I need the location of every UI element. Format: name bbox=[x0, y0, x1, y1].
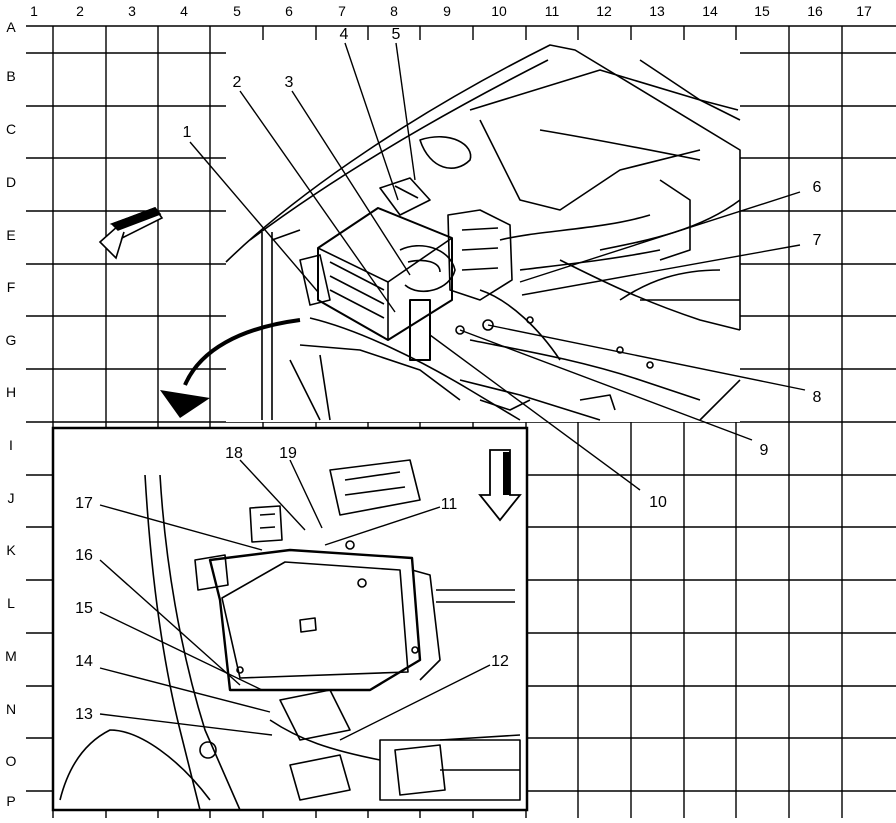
col-label: 14 bbox=[702, 3, 718, 19]
callout-19: 19 bbox=[279, 445, 297, 462]
callout-16: 16 bbox=[75, 547, 93, 564]
callout-11: 11 bbox=[441, 496, 458, 513]
detail-inset-view bbox=[51, 426, 529, 812]
col-label: 2 bbox=[76, 3, 84, 19]
row-label: E bbox=[6, 227, 15, 243]
callout-18: 18 bbox=[225, 445, 243, 462]
row-label: D bbox=[6, 174, 16, 190]
col-label: 16 bbox=[807, 3, 823, 19]
row-label: C bbox=[6, 121, 16, 137]
grid-column-labels: 1 2 3 4 5 6 7 8 9 10 11 12 13 14 15 16 1… bbox=[30, 3, 872, 19]
row-label: H bbox=[6, 384, 16, 400]
col-label: 11 bbox=[545, 3, 560, 19]
col-label: 3 bbox=[128, 3, 136, 19]
col-label: 15 bbox=[754, 3, 770, 19]
row-label: G bbox=[6, 332, 17, 348]
row-label: O bbox=[6, 753, 17, 769]
callout-leader-lines bbox=[99, 42, 806, 741]
callout-13: 13 bbox=[75, 706, 93, 723]
col-label: 8 bbox=[390, 3, 398, 19]
col-label: 9 bbox=[443, 3, 451, 19]
callout-5: 5 bbox=[392, 26, 401, 43]
callout-8: 8 bbox=[813, 389, 822, 406]
row-label: A bbox=[6, 19, 16, 35]
callout-12: 12 bbox=[491, 653, 509, 670]
col-label: 5 bbox=[233, 3, 241, 19]
callout-14: 14 bbox=[75, 653, 93, 670]
callout-3: 3 bbox=[285, 74, 294, 91]
orientation-arrow bbox=[98, 207, 164, 260]
col-label: 12 bbox=[596, 3, 612, 19]
detail-pointer-arrow bbox=[160, 318, 301, 418]
callout-15: 15 bbox=[75, 600, 93, 617]
callout-17: 17 bbox=[75, 495, 93, 512]
grid-row-labels: A B C D E F G H I J K L M N O P bbox=[5, 19, 17, 809]
callout-4: 4 bbox=[340, 26, 349, 43]
callout-10: 10 bbox=[649, 494, 667, 511]
callout-1: 1 bbox=[183, 124, 192, 141]
callout-2: 2 bbox=[233, 74, 242, 91]
callout-7: 7 bbox=[813, 232, 822, 249]
row-label: F bbox=[7, 279, 16, 295]
row-label: P bbox=[6, 793, 15, 809]
row-label: J bbox=[8, 490, 15, 506]
callout-6: 6 bbox=[813, 179, 822, 196]
row-label: B bbox=[6, 68, 15, 84]
row-label: K bbox=[6, 542, 16, 558]
callout-labels: 1 2 3 4 5 6 7 8 9 10 11 12 13 14 15 16 1… bbox=[75, 26, 821, 723]
row-label: N bbox=[6, 701, 16, 717]
row-label: L bbox=[7, 595, 15, 611]
col-label: 17 bbox=[856, 3, 872, 19]
col-label: 13 bbox=[649, 3, 665, 19]
col-label: 6 bbox=[285, 3, 293, 19]
row-label: I bbox=[9, 437, 13, 453]
col-label: 1 bbox=[30, 3, 38, 19]
row-label: M bbox=[5, 648, 17, 664]
engine-compartment-illustration bbox=[225, 40, 741, 422]
orientation-down-arrow bbox=[478, 449, 522, 522]
callout-9: 9 bbox=[760, 442, 769, 459]
col-label: 10 bbox=[491, 3, 507, 19]
col-label: 4 bbox=[180, 3, 188, 19]
col-label: 7 bbox=[338, 3, 346, 19]
